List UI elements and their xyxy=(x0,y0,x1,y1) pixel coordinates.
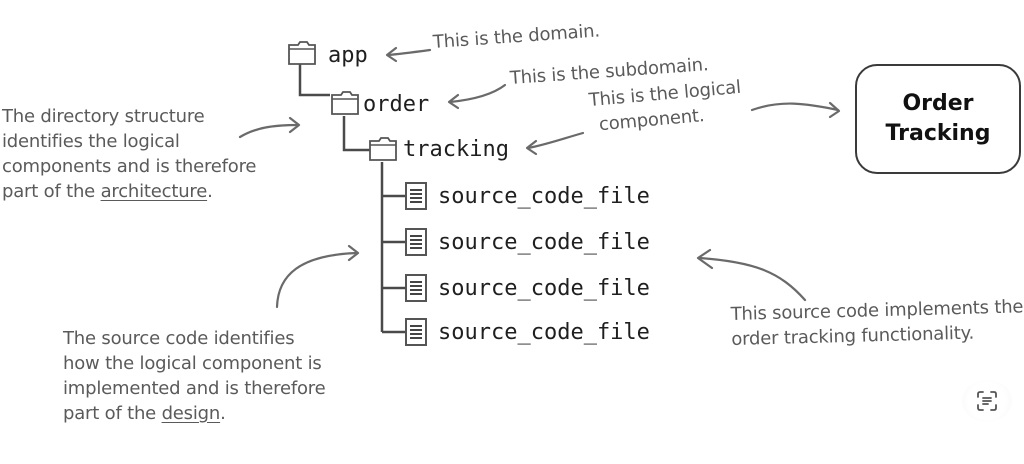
annotation-source-code-implements: This source code implements the order tr… xyxy=(730,294,1024,352)
file-label[interactable]: source_code_file xyxy=(438,276,650,301)
tree-connector-order-tracking xyxy=(342,116,370,152)
tree-connector-app-order xyxy=(298,64,330,97)
folder-icon xyxy=(331,91,359,115)
annotation-text: part of the xyxy=(2,181,101,202)
arrow-directory-to-tree xyxy=(238,116,301,139)
arrow-logical-to-tracking xyxy=(525,131,585,156)
emphasis-design: design xyxy=(161,403,221,424)
folder-label-order[interactable]: order xyxy=(363,92,430,117)
annotation-text: . xyxy=(220,403,226,424)
annotation-directory-structure: The directory structure identifies the l… xyxy=(2,104,256,204)
file-label[interactable]: source_code_file xyxy=(438,184,650,209)
annotation-source-code-design: The source code identifies how the logic… xyxy=(63,326,326,426)
annotation-line: implemented and is therefore xyxy=(63,378,326,399)
arrow-design-to-files xyxy=(275,244,360,309)
box-line: Tracking xyxy=(885,121,991,146)
annotation-text: part of the xyxy=(63,403,162,424)
folder-icon xyxy=(288,41,316,65)
logical-component-box: Order Tracking xyxy=(855,64,1021,174)
annotation-line: how the logical component is xyxy=(63,353,322,374)
file-label[interactable]: source_code_file xyxy=(438,320,650,345)
file-label[interactable]: source_code_file xyxy=(438,230,650,255)
emphasis-architecture: architecture xyxy=(100,181,208,202)
arrow-implements-to-files xyxy=(696,248,807,302)
box-line: Order xyxy=(902,91,974,116)
annotation-line: The directory structure xyxy=(2,106,205,127)
arrow-subdomain-to-order xyxy=(447,83,507,110)
annotation-line: part of the architecture. xyxy=(2,179,256,204)
file-icon xyxy=(405,274,427,302)
file-icon xyxy=(405,318,427,346)
annotation-line: identifies the logical xyxy=(2,131,180,152)
file-icon xyxy=(405,182,427,210)
folder-label-tracking[interactable]: tracking xyxy=(403,137,509,162)
text-scan-button[interactable] xyxy=(962,380,1012,422)
text-scan-icon xyxy=(977,391,997,411)
arrow-logical-to-box xyxy=(750,101,841,119)
logical-component-title: Order Tracking xyxy=(886,89,991,149)
arrow-domain-to-app xyxy=(385,46,432,63)
annotation-text: . xyxy=(207,181,213,202)
annotation-line: The source code identifies xyxy=(63,328,295,349)
annotation-line: components and is therefore xyxy=(2,156,257,177)
folder-icon xyxy=(369,137,397,161)
folder-label-app[interactable]: app xyxy=(328,43,368,68)
file-icon xyxy=(405,228,427,256)
annotation-line: part of the design. xyxy=(63,401,325,426)
